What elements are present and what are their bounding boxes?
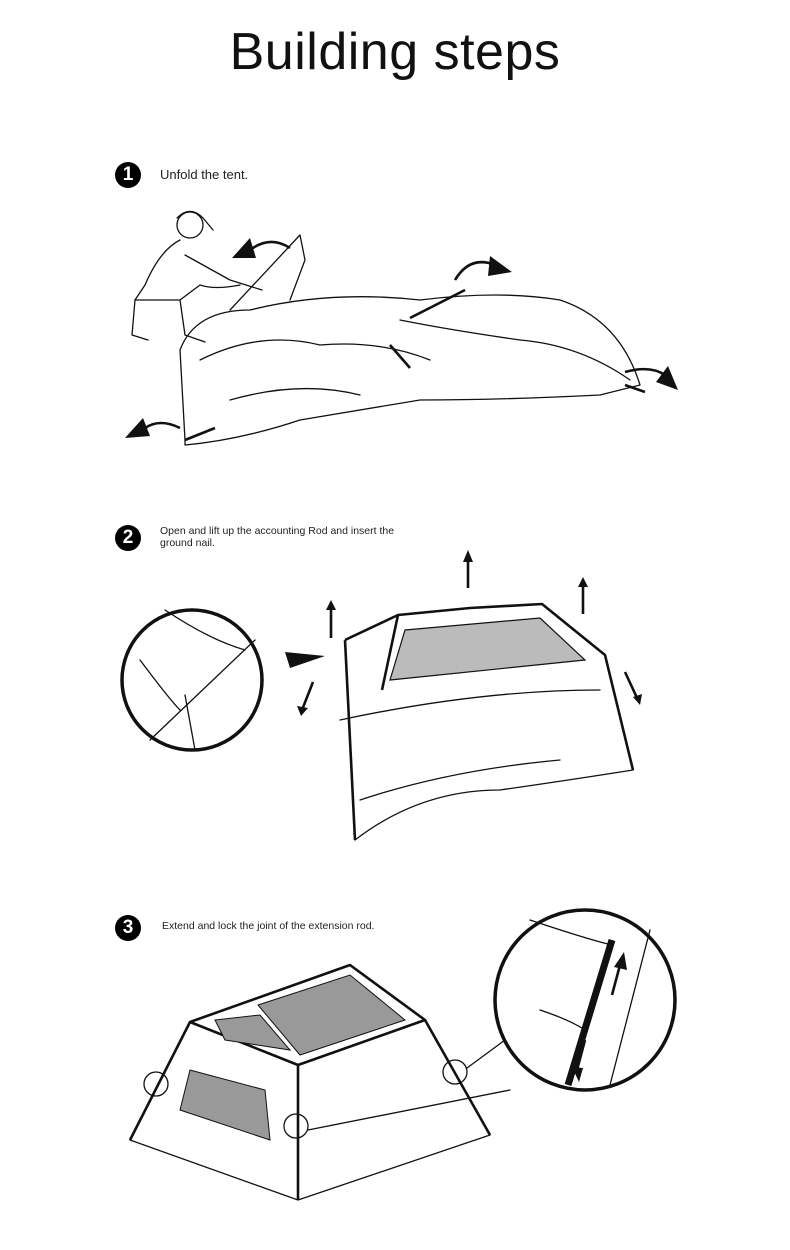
step-1-text: Unfold the tent. [160,167,249,182]
unfold-tent-illustration [125,210,678,446]
step-3-text: Extend and lock the joint of the extensi… [162,920,375,932]
detail-magnifier-circle-rod [493,908,677,1092]
step-2-badge: 2 [115,525,141,551]
extend-rod-illustration [128,908,677,1201]
step-2-text: Open and lift up the accounting Rod and … [160,525,394,549]
detail-magnifier-circle [120,608,264,752]
page-title: Building steps [229,23,561,81]
step-3-badge: 3 [115,915,141,941]
step-2-text-line1: Open and lift up the accounting Rod and … [160,525,395,537]
step-2-text-line2: ground nail. [160,537,215,549]
step-1-badge: 1 [115,162,141,188]
lift-frame-illustration [120,550,642,841]
